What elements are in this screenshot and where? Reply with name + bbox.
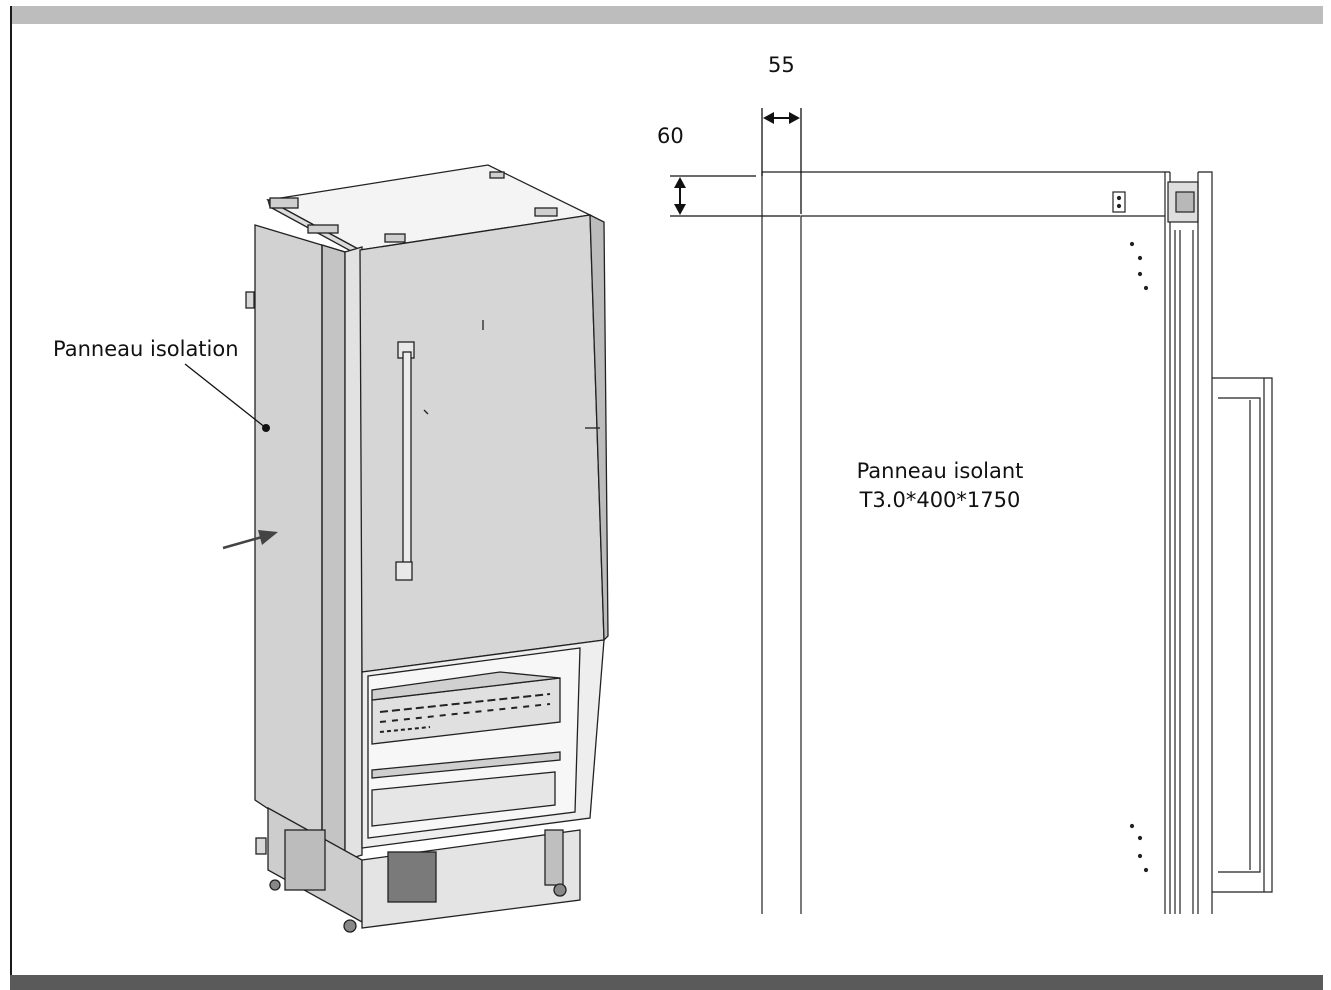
refrigerator-isometric: [245, 164, 609, 933]
section-view: [761, 171, 1273, 914]
door-outline: [1198, 171, 1213, 914]
panel-name-label: Panneau isolant: [856, 459, 1024, 483]
page-border: [10, 6, 12, 990]
dimension-55: [761, 108, 802, 214]
upper-door: [359, 214, 605, 673]
freezer-drawer: [371, 671, 561, 827]
dimension-55-label: 55: [768, 53, 795, 77]
cabinet-base: [255, 806, 581, 933]
panel-spec-label: T3.0*400*1750: [859, 488, 1021, 512]
insulation-panel-outline: [761, 171, 1170, 914]
compressor: [387, 851, 437, 903]
hinge-bracket: [269, 197, 299, 209]
footer-bar: [10, 975, 1323, 990]
header-bar: [10, 6, 1323, 24]
door-handle: [395, 341, 415, 581]
label-leader: [184, 363, 270, 432]
panel-callout-label: Panneau isolation: [53, 337, 239, 361]
dimension-60: [670, 175, 800, 217]
dimension-60-label: 60: [657, 124, 684, 148]
hinge-detail: [1112, 181, 1199, 223]
handle-profile: [1212, 377, 1273, 893]
install-direction-arrow: [222, 530, 278, 550]
